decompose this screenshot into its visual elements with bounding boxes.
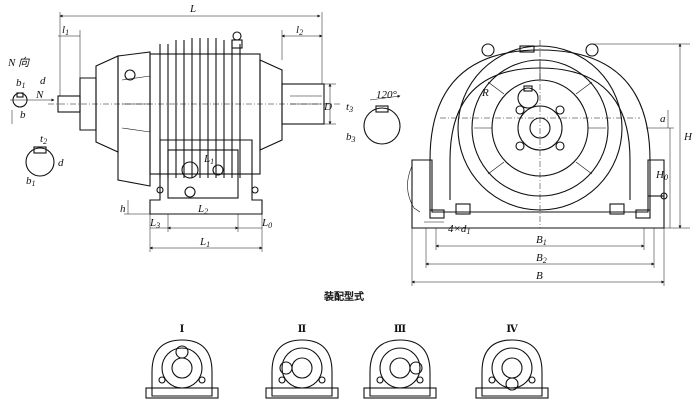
main-housing-left bbox=[117, 51, 151, 187]
n-view-detail: N 向 N b1 d b t2 d b1 bbox=[7, 56, 64, 188]
dim-L1: L1 bbox=[199, 236, 210, 249]
housing-arch bbox=[429, 49, 651, 210]
dim-t2: t2 bbox=[40, 133, 47, 146]
dim-d-left: d bbox=[58, 157, 64, 169]
lifting-eye-left bbox=[481, 43, 495, 57]
output-housing bbox=[259, 59, 283, 151]
dim-D: D bbox=[323, 101, 332, 113]
assembly-type-4-label: Ⅳ bbox=[506, 324, 518, 335]
lifting-eye bbox=[124, 69, 136, 81]
dim-L0: L0 bbox=[261, 217, 272, 230]
dim-B1: B1 bbox=[536, 234, 547, 247]
hub bbox=[517, 105, 563, 151]
shaft-bore bbox=[529, 117, 551, 139]
assembly-type-1: Ⅰ bbox=[145, 324, 219, 399]
dim-L1-mid: L1 bbox=[203, 153, 214, 166]
dim-b1-left: b1 bbox=[26, 175, 36, 188]
assembly-type-2: Ⅱ bbox=[265, 324, 339, 399]
cooling-fins bbox=[159, 38, 241, 178]
dim-angle: 120° bbox=[376, 89, 398, 101]
dim-L: L bbox=[189, 3, 196, 15]
output-shaft bbox=[281, 83, 325, 125]
flange-circle bbox=[457, 45, 623, 211]
assembly-type-4: Ⅳ bbox=[475, 324, 549, 399]
dim-L2: L2 bbox=[197, 203, 208, 216]
assembly-type-3: Ⅲ bbox=[363, 324, 437, 399]
assembly-type-2-label: Ⅱ bbox=[298, 324, 306, 335]
dim-h: h bbox=[120, 203, 126, 215]
assembly-caption: 装配型式 bbox=[323, 290, 364, 303]
dim-l1: l1 bbox=[62, 24, 69, 37]
label-N: N bbox=[35, 89, 44, 101]
assembly-type-1-label: Ⅰ bbox=[180, 324, 185, 335]
dim-H0: H0 bbox=[655, 169, 668, 182]
dim-L3: L3 bbox=[149, 217, 160, 230]
pedestal bbox=[149, 139, 263, 215]
pedestal-front bbox=[167, 149, 239, 199]
dim-t3: t3 bbox=[346, 101, 353, 114]
dim-b: b bbox=[20, 109, 26, 121]
output-keyway-circle bbox=[363, 107, 401, 145]
front-input-shaft bbox=[517, 87, 539, 109]
front-ribs bbox=[474, 60, 606, 175]
dim-d: d bbox=[40, 75, 46, 87]
front-base bbox=[411, 159, 665, 229]
dim-b1: b1 bbox=[16, 77, 26, 90]
keyway-detail-right: 120° t3 b3 bbox=[346, 89, 401, 145]
dim-b3: b3 bbox=[346, 131, 356, 144]
dim-H: H bbox=[683, 131, 693, 143]
dim-B2: B2 bbox=[536, 252, 547, 265]
pedestal-hole-right bbox=[212, 164, 224, 176]
lifting-eye-right bbox=[585, 43, 599, 57]
dim-holes: 4×d1 bbox=[448, 223, 470, 236]
keyway-detail-left bbox=[25, 147, 55, 177]
label-n-direction: N 向 bbox=[7, 56, 30, 69]
dim-a: a bbox=[660, 113, 666, 125]
pedestal-hole-left bbox=[181, 161, 199, 179]
assembly-type-3-label: Ⅲ bbox=[394, 324, 406, 335]
dim-B: B bbox=[536, 270, 543, 282]
dim-l2: l2 bbox=[296, 24, 303, 37]
side-view: L l1 l2 D h L3 L2 L0 L1 L1 bbox=[48, 3, 340, 252]
front-view: R a H H0 4×d1 B1 B2 B bbox=[407, 40, 693, 286]
dim-R: R bbox=[481, 87, 489, 99]
